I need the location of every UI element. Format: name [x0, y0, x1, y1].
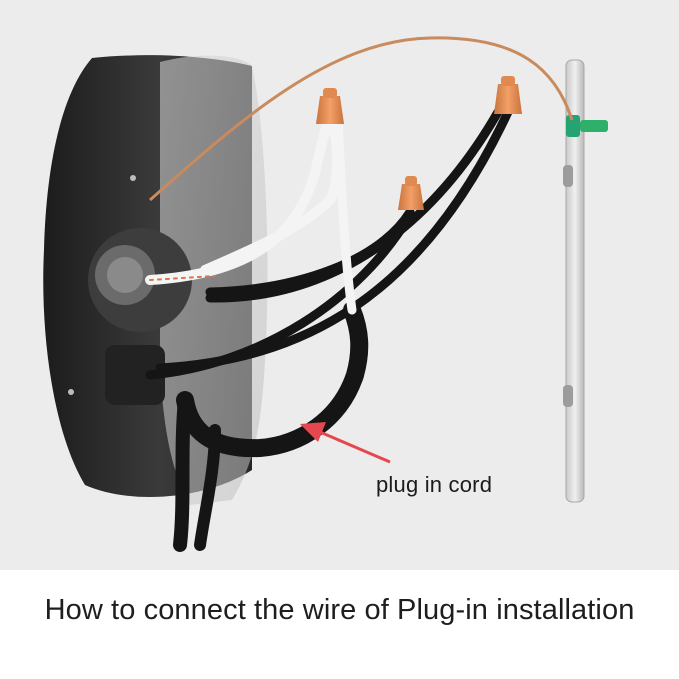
mounting-bracket: [563, 59, 608, 503]
wire-nut-icon: [494, 76, 522, 114]
screw-hole: [68, 389, 74, 395]
callout-arrow-icon: [300, 422, 391, 464]
cable-gland-nut: [107, 257, 143, 293]
ground-screw-icon: [566, 115, 608, 137]
diagram-caption: How to connect the wire of Plug-in insta…: [44, 594, 635, 626]
wire-nut-icon: [316, 88, 344, 124]
cord-gland: [105, 345, 165, 405]
ground-wire: [149, 36, 574, 202]
white-wire: [145, 115, 357, 315]
wire-nut-icon: [398, 176, 424, 210]
callout-label: plug in cord: [376, 472, 493, 497]
bracket-slot: [563, 385, 573, 407]
screw-hole: [130, 175, 136, 181]
bracket-slot: [563, 165, 573, 187]
